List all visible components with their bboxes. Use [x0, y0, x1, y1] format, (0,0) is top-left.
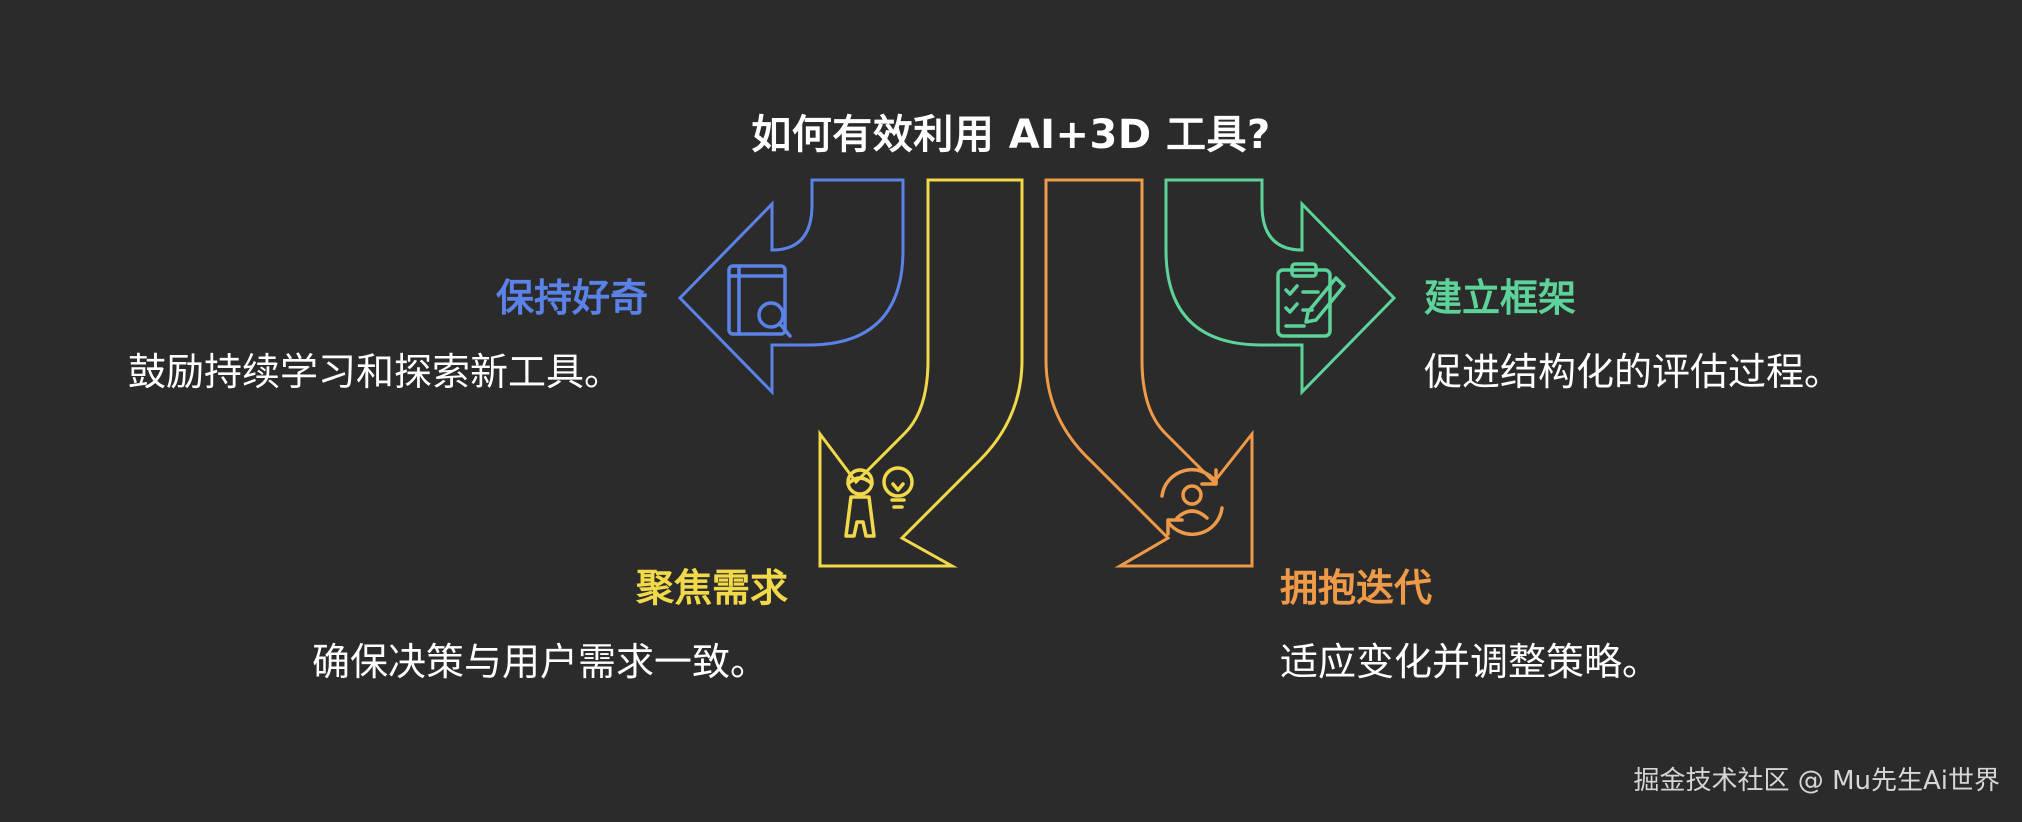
person-lightbulb-icon [844, 466, 914, 538]
diagram-title: 如何有效利用 AI+3D 工具? [751, 112, 1271, 158]
description-focus: 确保决策与用户需求一致。 [312, 640, 769, 684]
arrow-curious [677, 178, 905, 396]
watermark: 掘金技术社区 @ Mu先生Ai世界 [1633, 766, 2000, 796]
description-curious: 鼓励持续学习和探索新工具。 [128, 350, 623, 394]
arrow-framework [1164, 178, 1397, 396]
description-framework: 促进结构化的评估过程。 [1424, 350, 1843, 394]
book-search-icon [727, 264, 792, 338]
arrow-focus [818, 178, 1024, 568]
arrow-iterate [1044, 178, 1254, 568]
description-iterate: 适应变化并调整策略。 [1280, 640, 1661, 684]
label-iterate: 拥抱迭代 [1280, 566, 1433, 610]
clipboard-pencil-icon [1276, 262, 1346, 338]
label-framework: 建立框架 [1424, 276, 1577, 320]
label-curious: 保持好奇 [495, 276, 648, 320]
user-cycle-icon [1160, 467, 1224, 537]
label-focus: 聚焦需求 [635, 566, 788, 610]
